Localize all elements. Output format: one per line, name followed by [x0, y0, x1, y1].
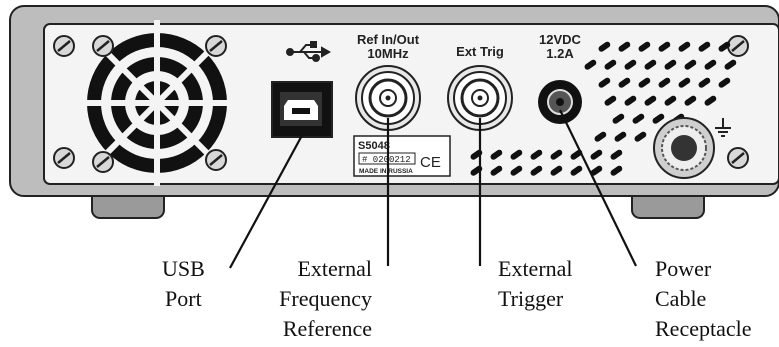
vent-slot — [698, 77, 711, 88]
vent-slot — [652, 113, 665, 124]
power-label-line1: 12VDC — [539, 32, 582, 47]
vent-slot — [598, 77, 611, 88]
ref-label-line2: 10MHz — [367, 46, 409, 61]
vent-slot — [658, 41, 671, 52]
vent-slot — [550, 165, 563, 176]
vent-slot — [590, 165, 603, 176]
vent-slot — [610, 149, 623, 160]
vent-slot — [678, 77, 691, 88]
leader-usb — [229, 127, 307, 269]
vent-slot — [618, 41, 631, 52]
bnc-trigger-connector — [447, 65, 513, 131]
usb-port — [271, 81, 333, 138]
nameplate-model: S5048 — [358, 140, 390, 152]
nameplate-origin: MADE IN RUSSIA — [359, 168, 413, 175]
usb-icon — [286, 41, 332, 62]
nameplate-serial: # 0200212 — [362, 155, 411, 165]
ce-mark: CE — [420, 154, 441, 171]
power-jack — [538, 80, 582, 124]
vent-slot — [510, 165, 523, 176]
vent-slot — [490, 165, 503, 176]
vent-slot — [658, 77, 671, 88]
vent-slot — [490, 149, 503, 160]
vent-slot — [664, 95, 677, 106]
vent-slot — [550, 149, 563, 160]
vent-slot — [684, 95, 697, 106]
vent-slot — [570, 165, 583, 176]
callout-power: Power Cable Receptacle — [655, 256, 752, 341]
vent-slot — [590, 149, 603, 160]
nameplate: S5048 # 0200212 MADE IN RUSSIA CE — [353, 135, 451, 177]
vent-slot — [634, 131, 647, 142]
vent-slot — [724, 59, 737, 70]
trig-label: Ext Trig — [456, 44, 504, 59]
screw-icon — [52, 34, 76, 58]
vent-slot — [598, 41, 611, 52]
vent-slot — [704, 95, 717, 106]
vent-slot — [704, 59, 717, 70]
fan-grille — [74, 20, 240, 186]
leader-power — [559, 109, 637, 267]
vent-slot — [664, 59, 677, 70]
ref-label-line1: Ref In/Out — [357, 32, 420, 47]
vent-slot — [604, 95, 617, 106]
vent-slot — [684, 59, 697, 70]
vent-slot — [644, 59, 657, 70]
vent-slot — [638, 77, 651, 88]
screw-icon — [52, 146, 76, 170]
vent-slot — [530, 165, 543, 176]
vent-slot — [698, 41, 711, 52]
vent-slot — [718, 41, 731, 52]
screw-icon — [726, 34, 750, 58]
screw-icon — [204, 34, 228, 58]
power-label-line2: 1.2A — [546, 46, 574, 61]
vent-slot — [584, 59, 597, 70]
screw-icon — [726, 146, 750, 170]
vent-slot — [644, 95, 657, 106]
callout-ref: External Frequency Reference — [279, 256, 372, 341]
vent-slot — [612, 113, 625, 124]
screw-icon — [204, 148, 228, 172]
callout-trig: External Trigger — [498, 256, 573, 311]
vent-slot — [610, 165, 623, 176]
ground-icon — [715, 118, 731, 137]
vent-slot — [618, 77, 631, 88]
callout-usb: USB Port — [162, 256, 205, 311]
screw-icon — [91, 150, 115, 174]
bnc-ref-connector — [355, 65, 421, 131]
vent-slot — [632, 113, 645, 124]
vent-slot — [624, 95, 637, 106]
ground-post — [653, 117, 715, 179]
vent-slot — [678, 41, 691, 52]
vent-slot — [718, 77, 731, 88]
vent-slot — [510, 149, 523, 160]
vent-slot — [530, 149, 543, 160]
vent-slot — [638, 41, 651, 52]
vent-slot — [614, 131, 627, 142]
vent-slot — [604, 59, 617, 70]
vent-slot — [594, 131, 607, 142]
vent-slot — [624, 59, 637, 70]
screw-icon — [91, 34, 115, 58]
